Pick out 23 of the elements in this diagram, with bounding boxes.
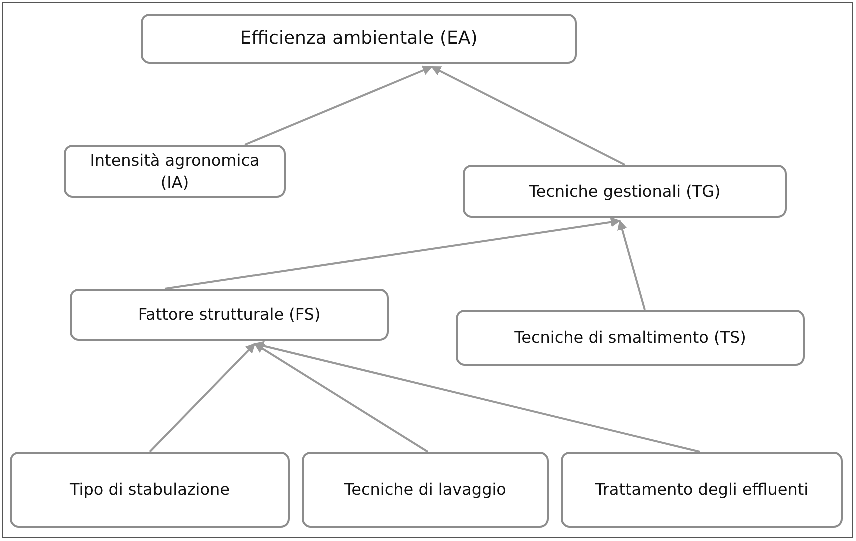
arrow [254,343,429,453]
process-box [64,145,286,198]
arrow [254,341,700,453]
process-box [302,452,549,528]
process-box [463,165,787,218]
box-label: Tecniche di smaltimento (TS) [514,327,746,349]
arrow [164,217,621,290]
box-label: Trattamento degli effluenti [595,479,809,501]
arrow [149,343,256,453]
process-box [141,14,577,64]
process-box [10,452,290,528]
process-box [70,289,389,341]
process-box [456,310,805,366]
arrow [431,66,626,166]
box-label: Tipo di stabulazione [70,479,230,501]
process-box [561,452,843,528]
box-label: Fattore strutturale (FS) [138,304,321,326]
box-label: Tecniche di lavaggio [344,479,506,501]
box-label: Tecniche gestionali (TG) [529,180,721,202]
box-label: Intensità agronomica (IA) [89,150,261,194]
arrow [244,66,433,146]
arrow [618,220,646,310]
box-label: Efficienza ambientale (EA) [240,26,478,51]
